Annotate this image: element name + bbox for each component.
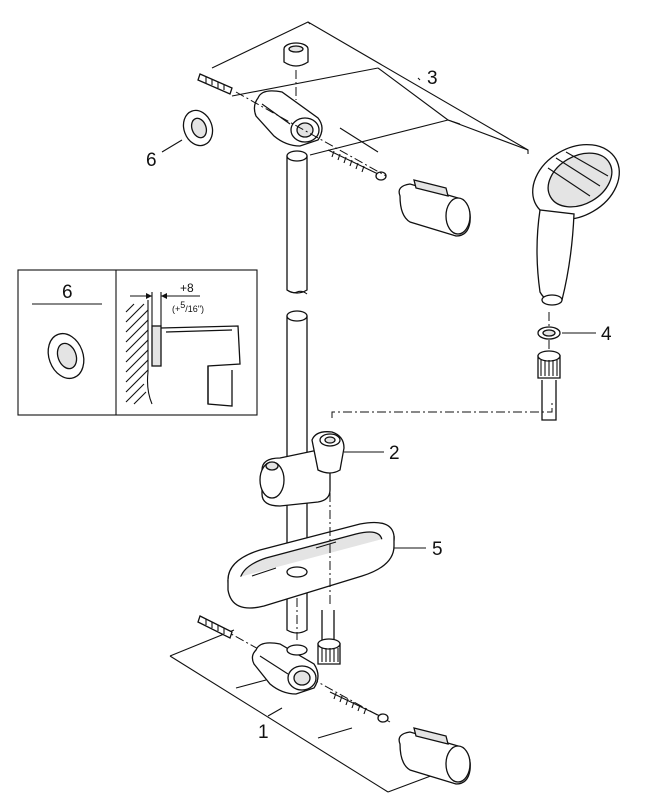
detail-box: 6 +8 (+5/16"): [17, 269, 258, 416]
callout-6: 6: [146, 150, 157, 171]
top-screw: [327, 149, 387, 181]
top-bracket-assembly: [182, 21, 529, 237]
callout-1: 1: [258, 722, 269, 743]
top-bracket: [253, 90, 323, 147]
bottom-screw: [329, 691, 389, 723]
slider: [259, 431, 345, 507]
soap-dish: [227, 521, 395, 609]
bottom-wall-cover: [398, 727, 471, 785]
top-cap: [283, 42, 309, 67]
hand-shower: [532, 143, 620, 306]
hose: [537, 350, 561, 421]
detail-washer: [47, 332, 85, 380]
bottom-dowel: [197, 615, 233, 639]
hose-washer: [537, 326, 561, 340]
detail-dimension: +8 (+5/16"): [130, 281, 204, 326]
callouts: 3 6 4 2 5 1: [146, 68, 612, 743]
top-washer: [182, 109, 214, 147]
top-dowel: [197, 73, 233, 95]
callout-2: 2: [389, 443, 400, 464]
detail-wall: [125, 300, 153, 405]
rail-end: [317, 610, 341, 665]
callout-4: 4: [601, 324, 612, 345]
bottom-bracket: [251, 642, 319, 695]
detail-part-number: 6: [62, 282, 73, 303]
bottom-bracket-assembly: [169, 615, 471, 793]
detail-spacer-profile: [151, 325, 241, 407]
top-wall-cover: [398, 179, 471, 237]
callout-5: 5: [432, 539, 443, 560]
dimension-mm-label: +8: [180, 281, 194, 295]
dimension-inch-label: (+5/16"): [172, 300, 204, 314]
callout-3: 3: [427, 68, 438, 89]
